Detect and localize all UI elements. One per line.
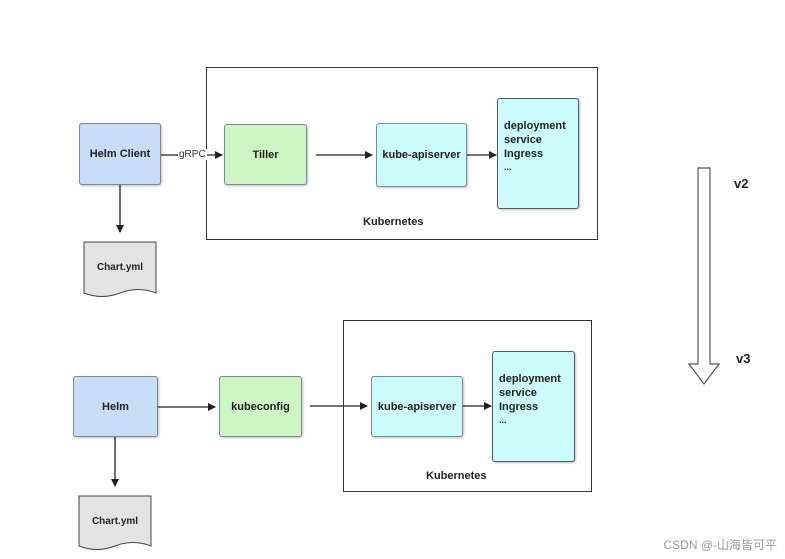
version-down-arrow — [687, 167, 721, 385]
version-label-v2: v2 — [734, 176, 749, 191]
csdn-watermark: CSDN @-山海皆可平 — [663, 538, 777, 552]
chart-yml-label-v3: Chart.yml — [91, 516, 139, 527]
resource-more-v2: ... — [504, 162, 512, 172]
resource-more-v3: ... — [499, 415, 507, 425]
kubeconfig-box: kubeconfig — [219, 376, 302, 437]
tiller-box: Tiller — [224, 124, 307, 185]
resource-deployment-v2: deployment — [504, 120, 566, 132]
resource-ingress-v3: Ingress — [499, 401, 539, 413]
chart-yml-label-v2: Chart.yml — [96, 262, 144, 273]
version-label-v3: v3 — [736, 351, 751, 366]
k8s-resources-box-v3: deployment service Ingress ... — [492, 351, 575, 462]
resource-service-v3: service — [499, 387, 537, 399]
kubernetes-label-v2: Kubernetes — [363, 216, 424, 228]
resource-ingress-v2: Ingress — [504, 148, 544, 160]
helm-client-box: Helm Client — [79, 123, 161, 185]
kube-apiserver-box-v3: kube-apiserver — [371, 376, 463, 437]
k8s-resources-box-v2: deployment service Ingress ... — [497, 98, 579, 209]
resource-deployment-v3: deployment — [499, 373, 561, 385]
chart-doc-shape-v2 — [83, 241, 157, 297]
kubernetes-cluster-frame-v3 — [343, 320, 592, 492]
kubernetes-label-v3: Kubernetes — [426, 470, 487, 482]
chart-doc-shape-v3 — [78, 495, 152, 550]
grpc-label: gRPC — [178, 149, 207, 160]
kube-apiserver-box-v2: kube-apiserver — [376, 123, 467, 187]
helm-box: Helm — [73, 376, 158, 437]
resource-service-v2: service — [504, 134, 542, 146]
